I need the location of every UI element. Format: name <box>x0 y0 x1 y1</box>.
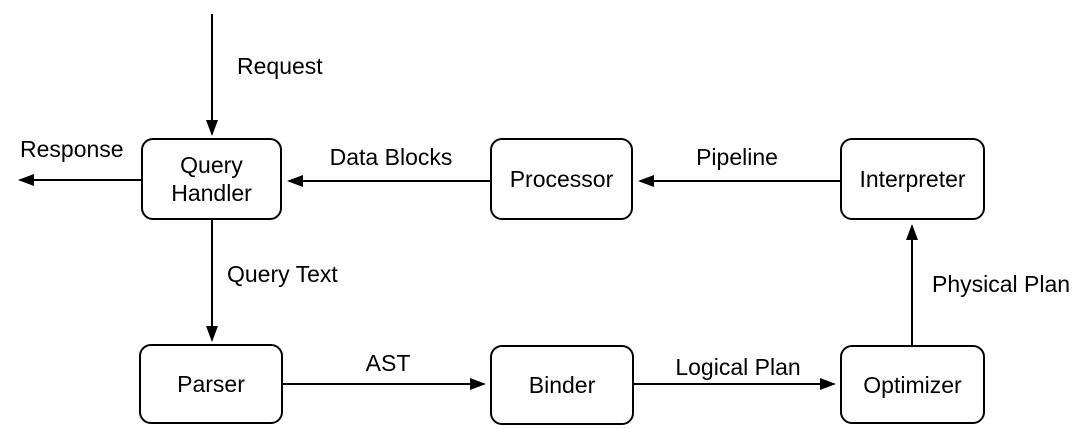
edge-label-response: Response <box>20 136 124 162</box>
edge-label-ast: AST <box>365 350 411 376</box>
edge-label-pipeline: Pipeline <box>696 144 778 170</box>
node-interpreter-label: Interpreter <box>859 166 966 192</box>
node-parser: Parser <box>139 344 283 424</box>
node-parser-label: Parser <box>177 371 245 397</box>
node-optimizer-label: Optimizer <box>863 371 962 398</box>
edge-label-request: Request <box>237 53 323 79</box>
edge-label-physical-plan: Physical Plan <box>932 271 1071 297</box>
node-query-handler-label: Query Handler <box>171 152 252 206</box>
node-query-handler: Query Handler <box>141 138 282 220</box>
node-binder: Binder <box>490 345 634 425</box>
edge-label-logical-plan: Logical Plan <box>675 354 801 380</box>
node-processor: Processor <box>490 138 633 220</box>
edge-label-query-text: Query Text <box>227 261 338 287</box>
node-binder-label: Binder <box>528 372 596 398</box>
node-processor-label: Processor <box>509 166 614 192</box>
node-interpreter: Interpreter <box>840 138 985 220</box>
node-optimizer: Optimizer <box>840 345 985 424</box>
edge-label-data-blocks: Data Blocks <box>329 144 453 170</box>
